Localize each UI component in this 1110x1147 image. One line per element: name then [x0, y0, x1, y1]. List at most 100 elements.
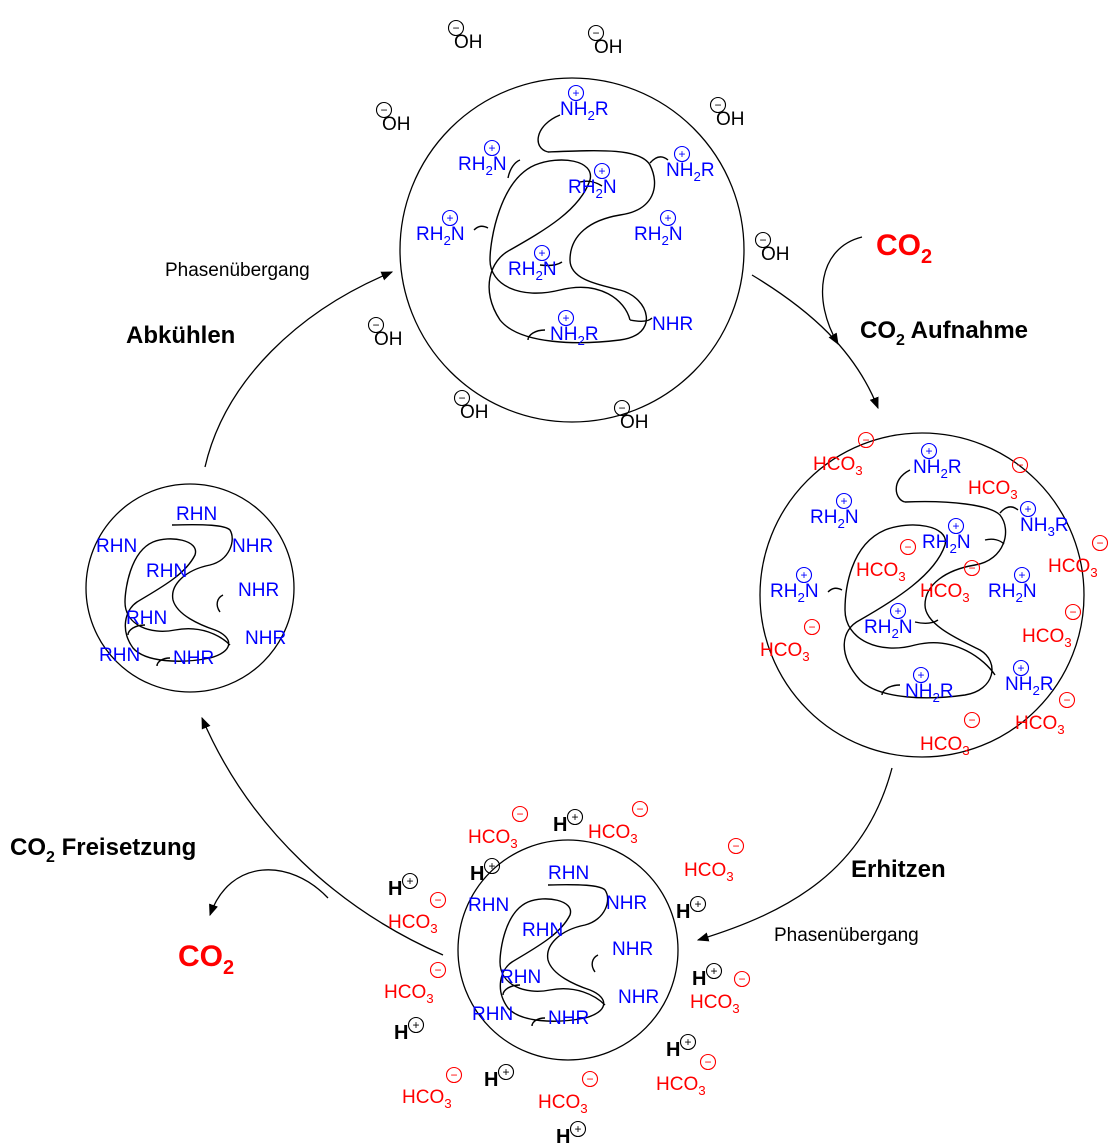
- svg-text:−: −: [808, 620, 815, 634]
- bicarbonate-ion: HCO3: [760, 640, 810, 664]
- svg-text:+: +: [446, 211, 453, 225]
- bicarbonate-ion: HCO3: [968, 478, 1018, 502]
- svg-text:−: −: [732, 839, 739, 853]
- co2-release-label: CO2 Freisetzung: [10, 834, 196, 866]
- minus-charge-icon: −: [733, 970, 751, 988]
- particle-right-loaded: [759, 432, 1085, 758]
- protonated-amine: RH2N: [508, 259, 557, 283]
- phase-transition-label-left: Phasenübergang: [165, 260, 310, 281]
- bicarbonate-ion: HCO3: [384, 982, 434, 1006]
- svg-text:+: +: [598, 164, 605, 178]
- plus-charge-icon: +: [795, 566, 813, 584]
- proton: H: [394, 1022, 408, 1044]
- svg-text:−: −: [636, 802, 643, 816]
- amine-group: RHN: [468, 895, 509, 916]
- protonated-amine: NH2R: [560, 99, 609, 123]
- proton: H: [556, 1126, 570, 1147]
- minus-charge-icon: −: [453, 389, 471, 407]
- amine-group: NHR: [606, 893, 647, 914]
- arrow-co2-uptake: [751, 274, 879, 410]
- amine-group: RHN: [522, 920, 563, 941]
- arrow-co2-output-curve: [209, 869, 329, 917]
- svg-text:+: +: [917, 668, 924, 682]
- svg-text:+: +: [694, 897, 701, 911]
- bicarbonate-ion: HCO3: [920, 581, 970, 605]
- plus-charge-icon: +: [569, 1120, 587, 1138]
- minus-charge-icon: −: [511, 805, 529, 823]
- polymer-chain-top: [473, 114, 669, 344]
- plus-charge-icon: +: [407, 1016, 425, 1034]
- amine-group: NHR: [618, 987, 659, 1008]
- amine-group: RHN: [176, 504, 217, 525]
- plus-charge-icon: +: [593, 162, 611, 180]
- protonated-amine: NH3R: [1020, 515, 1069, 539]
- protonated-amine: RH2N: [810, 507, 859, 531]
- protonated-amine: RH2N: [634, 224, 683, 248]
- protonated-amine: NH2R: [905, 681, 954, 705]
- svg-text:+: +: [1024, 502, 1031, 516]
- svg-text:−: −: [704, 1055, 711, 1069]
- svg-text:−: −: [618, 401, 625, 415]
- svg-text:−: −: [968, 561, 975, 575]
- plus-charge-icon: +: [533, 244, 551, 262]
- plus-charge-icon: +: [1013, 566, 1031, 584]
- bicarbonate-ion: HCO3: [813, 454, 863, 478]
- hydroxide-ion: OH: [460, 402, 489, 423]
- minus-charge-icon: −: [699, 1053, 717, 1071]
- amine-group: RHN: [500, 967, 541, 988]
- polymer-chain-right: [827, 469, 1019, 699]
- arrow-co2-input-curve: [821, 236, 863, 346]
- proton: H: [692, 968, 706, 990]
- plus-charge-icon: +: [835, 492, 853, 510]
- hydroxide-ion: OH: [454, 32, 483, 53]
- svg-text:+: +: [488, 859, 495, 873]
- co2-uptake-label: CO2 Aufnahme: [860, 317, 1028, 349]
- amine-group: RHN: [146, 561, 187, 582]
- hydroxide-ion: OH: [594, 37, 623, 58]
- svg-text:+: +: [538, 246, 545, 260]
- minus-charge-icon: −: [963, 559, 981, 577]
- protonated-amine: RH2N: [770, 581, 819, 605]
- protonated-amine: RH2N: [458, 154, 507, 178]
- protonated-amine: NH2R: [550, 324, 599, 348]
- plus-charge-icon: +: [889, 602, 907, 620]
- svg-text:−: −: [862, 433, 869, 447]
- bicarbonate-ion: HCO3: [1022, 626, 1072, 650]
- svg-text:+: +: [710, 964, 717, 978]
- svg-text:+: +: [925, 444, 932, 458]
- svg-text:−: −: [434, 963, 441, 977]
- ion-layer: −OH−OH−OH−OH−OH−OH−OH−OHNH2R+RH2N+NH2R+R…: [96, 19, 1109, 1147]
- plus-charge-icon: +: [689, 895, 707, 913]
- minus-charge-icon: −: [447, 19, 465, 37]
- amine-group: RHN: [548, 863, 589, 884]
- amine-group: RHN: [126, 608, 167, 629]
- amine-group: NHR: [548, 1008, 589, 1029]
- svg-text:+: +: [952, 519, 959, 533]
- svg-text:+: +: [412, 1018, 419, 1032]
- proton: H: [484, 1069, 498, 1091]
- minus-charge-icon: −: [587, 24, 605, 42]
- polymer-chain-left: [124, 523, 233, 667]
- bicarbonate-ion: HCO3: [388, 912, 438, 936]
- particle-bottom-collapsed: [457, 839, 679, 1061]
- svg-text:−: −: [759, 233, 766, 247]
- bicarbonate-ion: HCO3: [1048, 556, 1098, 580]
- amine-group: NHR: [245, 628, 286, 649]
- particle-top-swollen: [399, 77, 745, 423]
- svg-text:+: +: [664, 211, 671, 225]
- minus-charge-icon: −: [581, 1070, 599, 1088]
- minus-charge-icon: −: [429, 961, 447, 979]
- cooling-label: Abkühlen: [126, 322, 235, 349]
- plus-charge-icon: +: [557, 309, 575, 327]
- plus-charge-icon: +: [1019, 500, 1037, 518]
- bicarbonate-ion: HCO3: [1015, 713, 1065, 737]
- plus-charge-icon: +: [659, 209, 677, 227]
- svg-text:−: −: [458, 391, 465, 405]
- plus-charge-icon: +: [947, 517, 965, 535]
- svg-text:+: +: [684, 1035, 691, 1049]
- hydroxide-ion: OH: [716, 109, 745, 130]
- minus-charge-icon: −: [857, 431, 875, 449]
- protonated-amine: NH2R: [1005, 674, 1054, 698]
- minus-charge-icon: −: [429, 891, 447, 909]
